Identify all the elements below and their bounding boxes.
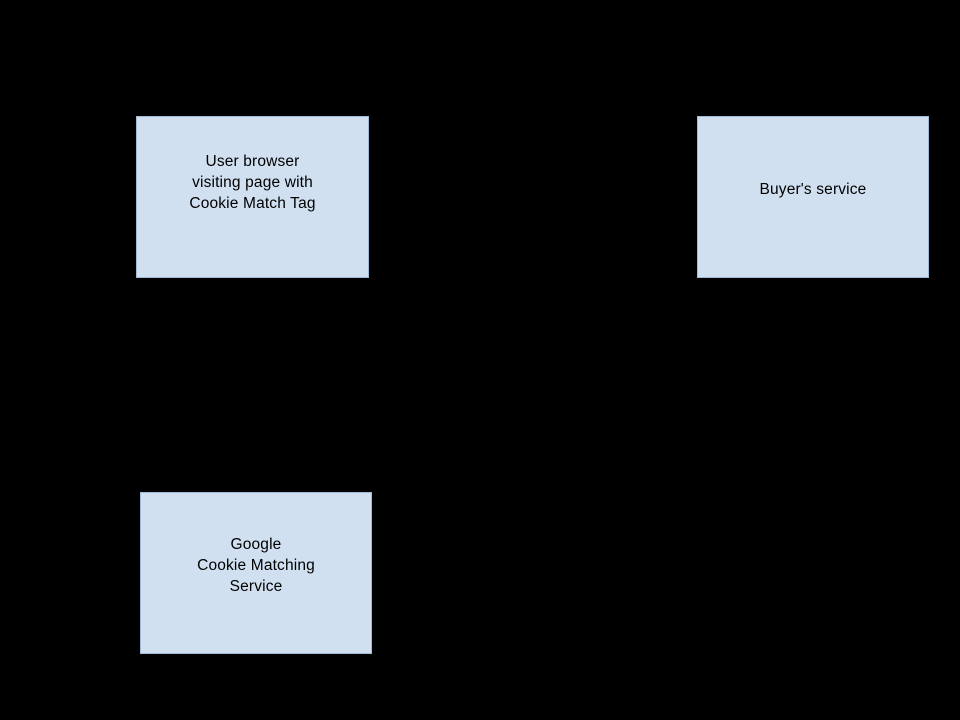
edge-google-cms-to-buyers-service <box>372 284 814 574</box>
edge-google-cms-to-buyers-service-arrowhead <box>808 278 818 284</box>
node-google-cookie-matching-service[interactable]: Google Cookie Matching Service <box>140 492 372 654</box>
node-user-browser[interactable]: User browser visiting page with Cookie M… <box>136 116 369 278</box>
node-user-browser-label: User browser visiting page with Cookie M… <box>189 152 316 212</box>
node-buyers-service-label: Buyer's service <box>759 180 867 198</box>
node-buyers-service[interactable]: Buyer's service <box>697 116 929 278</box>
node-google-cookie-matching-service-label: Google Cookie Matching Service <box>197 535 315 595</box>
